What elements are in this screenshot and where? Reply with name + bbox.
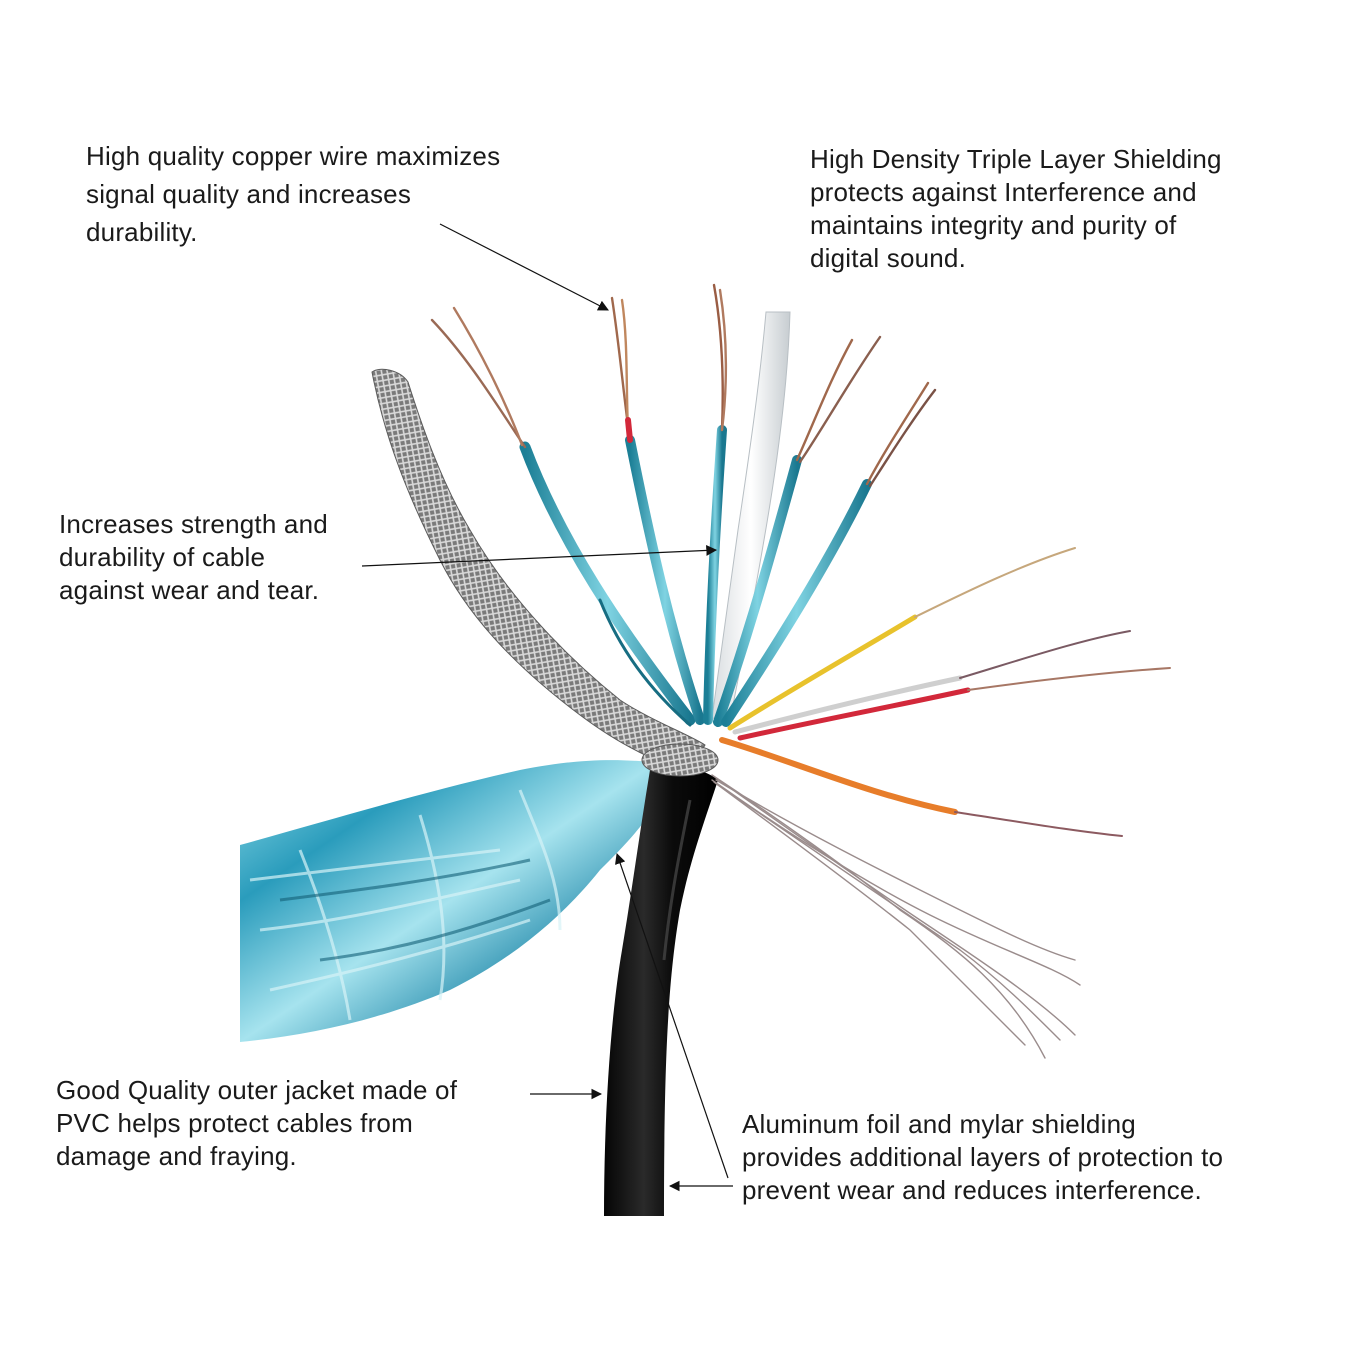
copper-wire-ends	[430, 283, 937, 488]
colored-signal-wires	[719, 547, 1171, 837]
caption-line: protects against Interference and	[810, 177, 1197, 207]
caption-line: Increases strength and	[59, 509, 328, 539]
caption-line: durability.	[86, 217, 198, 247]
caption-line: signal quality and increases	[86, 179, 412, 209]
caption-triple-layer-shielding: High Density Triple Layer Shielding prot…	[810, 143, 1222, 275]
callout-leaders	[361, 223, 733, 1192]
caption-line: durability of cable	[59, 542, 266, 572]
caption-strength: Increases strength and durability of cab…	[59, 508, 328, 607]
leader-foil-shielding	[615, 852, 729, 1179]
outer-pvc-jacket	[604, 768, 718, 1216]
caption-outer-jacket: Good Quality outer jacket made of PVC he…	[56, 1074, 457, 1173]
leader-strength	[361, 545, 718, 567]
caption-foil-shielding: Aluminum foil and mylar shielding provid…	[742, 1108, 1223, 1207]
caption-line: High Density Triple Layer Shielding	[810, 144, 1222, 174]
leader-copper-wire	[439, 223, 609, 311]
caption-line: digital sound.	[810, 243, 967, 273]
braided-shield	[371, 368, 706, 771]
shielded-wire-pairs	[519, 425, 872, 727]
caption-line: High quality copper wire maximizes	[86, 141, 501, 171]
caption-line: Good Quality outer jacket made of	[56, 1075, 458, 1105]
caption-line: prevent wear and reduces interference.	[742, 1175, 1202, 1205]
caption-line: provides additional layers of protection…	[742, 1142, 1224, 1172]
caption-line: Aluminum foil and mylar shielding	[742, 1109, 1136, 1139]
caption-line: PVC helps protect cables from	[56, 1108, 413, 1138]
caption-line: maintains integrity and purity of	[810, 210, 1177, 240]
drain-wire-strands	[711, 774, 1081, 1059]
caption-copper-wire: High quality copper wire maximizes signa…	[86, 137, 500, 251]
aluminum-foil-flap	[240, 760, 660, 1042]
caption-line: against wear and tear.	[59, 575, 320, 605]
caption-line: damage and fraying.	[56, 1141, 297, 1171]
